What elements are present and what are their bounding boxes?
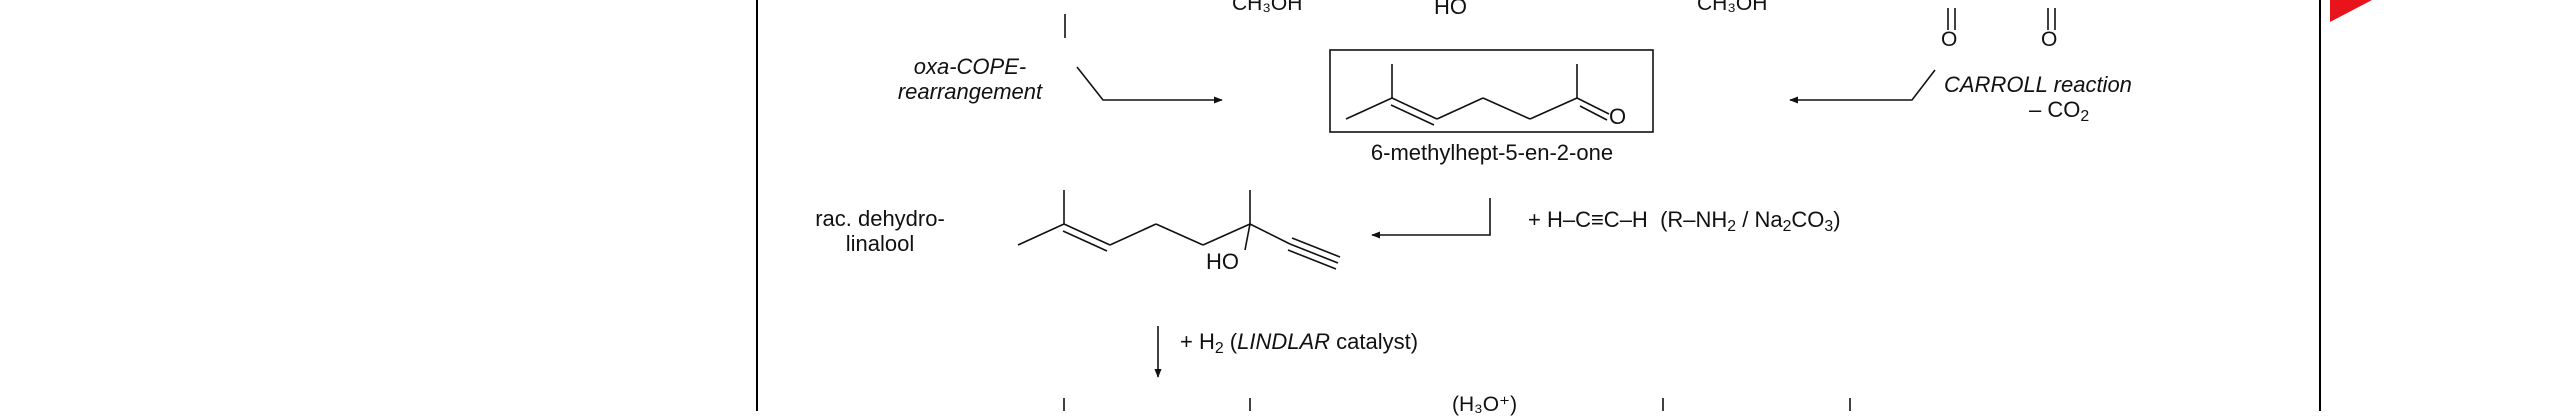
lindlar-name: LINDLAR (1237, 329, 1331, 354)
ester-oxygen-2: O (2041, 28, 2058, 51)
ester-fragment (1947, 8, 2056, 30)
bottom-fragments (1063, 398, 1851, 411)
dehydrolinalool-structure (1017, 190, 1341, 270)
dehydrolinalool-line2: linalool (845, 231, 915, 257)
carroll-name: CARROLL (1944, 72, 2048, 97)
carroll-label: CARROLL reaction – CO2 (1944, 72, 2132, 126)
acetylene-reagents: + H–C≡C–H (R–NH2 / Na2CO3) (1528, 207, 1841, 235)
top-center-label: HO (1434, 0, 1467, 19)
co2-loss: – CO (2029, 97, 2081, 123)
product-box (1329, 49, 1654, 133)
carbonyl-oxygen: O (1609, 104, 1627, 129)
oxa-cope-line1: oxa-COPE- (913, 54, 1027, 79)
product-name: 6-methylhept-5-en-2-one (1370, 140, 1614, 165)
acetylene-lead: + H–C≡C–H (1528, 207, 1648, 232)
top-right-label: CH₃OH (1697, 0, 1768, 15)
red-corner-mark (2330, 0, 2372, 22)
dehydrolinalool-hydroxyl: HO (1206, 249, 1239, 274)
carroll-reaction-word: reaction (2047, 72, 2132, 97)
ethynylation-arrow (1371, 198, 1491, 239)
dehydrolinalool-line1: rac. dehydro- (815, 206, 945, 231)
ester-oxygen-1: O (1941, 28, 1958, 51)
oxa-cope-arrow (1076, 66, 1223, 104)
carroll-arrow (1789, 69, 1936, 104)
co2-subscript: 2 (2080, 108, 2090, 126)
bottom-center-label: (H₃O⁺) (1452, 393, 1518, 416)
oxa-cope-label: oxa-COPE- rearrangement (860, 54, 1080, 105)
amine-reagent: (R–NH (1660, 207, 1728, 232)
methylheptenone-structure (1345, 64, 1610, 126)
dehydrolinalool-label: rac. dehydro- linalool (770, 206, 990, 257)
lindlar-label: + H2 (LINDLAR catalyst) (1180, 329, 1419, 357)
oxa-cope-line2: rearrangement (897, 79, 1043, 105)
top-left-label: CH₃OH (1232, 0, 1303, 15)
